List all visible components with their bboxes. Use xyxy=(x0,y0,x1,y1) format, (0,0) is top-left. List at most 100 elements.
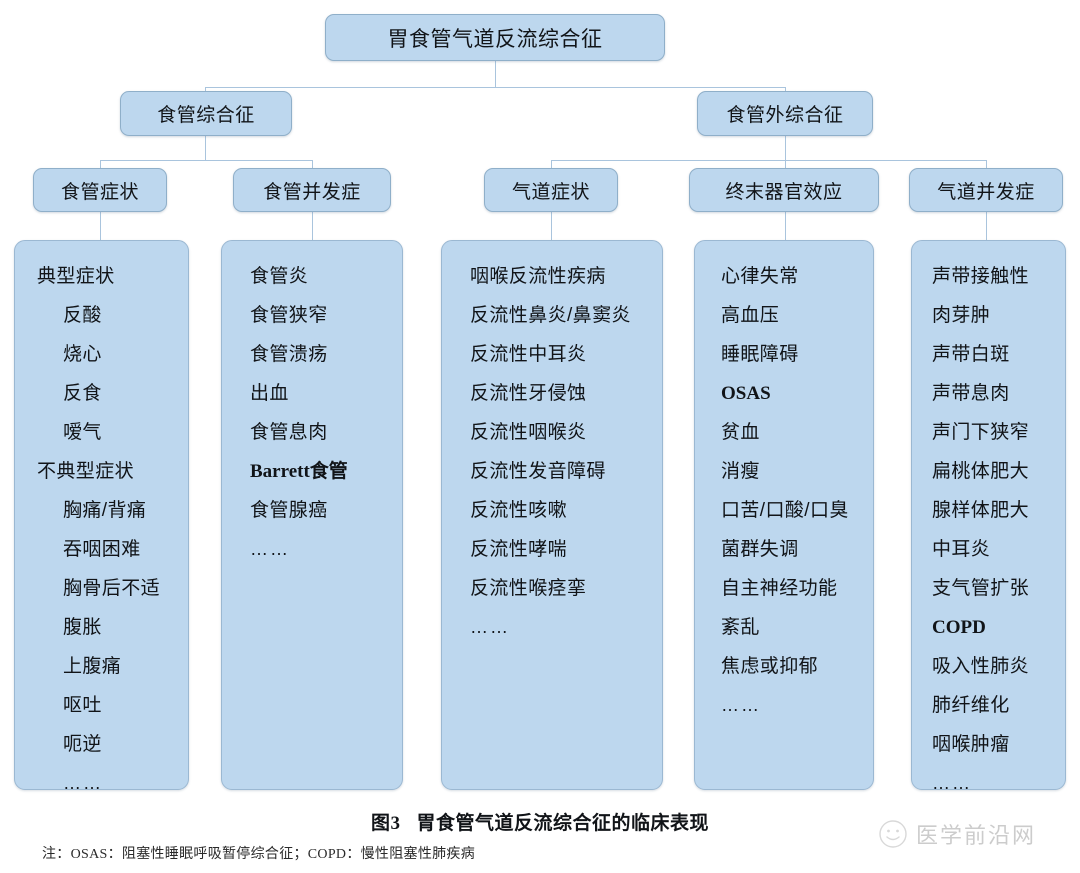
node-airway-complications[interactable]: 气道并发症 xyxy=(909,168,1063,212)
node-extraesophageal-syndrome[interactable]: 食管外综合征 xyxy=(697,91,873,136)
connector-level2-right-stem xyxy=(785,136,786,160)
list-item: 肉芽肿 xyxy=(932,305,991,326)
connector-root-stem xyxy=(495,61,496,87)
list-item: 心律失常 xyxy=(721,266,799,287)
list-item: 高血压 xyxy=(721,305,780,326)
list-item: 声门下狭窄 xyxy=(932,422,1030,443)
list-airway-complications: 声带接触性肉芽肿声带白斑声带息肉声门下狭窄扁桃体肥大腺样体肥大中耳炎支气管扩张 C… xyxy=(932,257,1057,790)
list-item: 中耳炎 xyxy=(932,539,991,560)
list-item: …… xyxy=(250,539,290,559)
list-end-organ-effects: 心律失常高血压睡眠障碍 OSAS 贫血消瘦口苦/口酸/口臭菌群失调自主神经功能紊乱焦… xyxy=(721,257,865,725)
watermark-text: 医学前沿网 xyxy=(916,823,1037,848)
list-item: …… xyxy=(721,695,761,715)
list-item: 消瘦 xyxy=(721,461,760,482)
connector-to-end-organ-effects xyxy=(785,160,786,172)
list-item: 食管狭窄 xyxy=(250,305,328,326)
connector-to-airway-symptoms xyxy=(551,160,552,172)
list-item: …… xyxy=(932,773,972,790)
list-item: 声带接触性 xyxy=(932,266,1030,287)
node-extraesophageal-syndrome-label: 食管外综合征 xyxy=(726,105,844,126)
connector-to-airway-complications xyxy=(986,160,987,172)
list-item: 出血 xyxy=(250,383,289,404)
node-end-organ-effects-label: 终末器官效应 xyxy=(725,181,843,203)
node-root-label: 胃食管气道反流综合征 xyxy=(387,27,603,51)
list-item: 睡眠障碍 xyxy=(721,344,799,365)
list-item: 典型症状 xyxy=(37,266,115,287)
connector-root-bus xyxy=(205,87,785,88)
list-esophageal-complications: 食管炎食管狭窄食管溃疡出血食管息肉 Barrett食管食管腺癌 …… xyxy=(250,257,394,569)
list-item: 上腹痛 xyxy=(63,656,122,677)
list-item: 扁桃体肥大 xyxy=(932,461,1030,482)
list-item: 腹胀 xyxy=(63,617,102,638)
list-item: 反食 xyxy=(63,383,102,404)
connector-level2-left-stem xyxy=(205,136,206,160)
list-item: 嗳气 xyxy=(63,422,102,443)
connector-level2-left-bus xyxy=(100,160,312,161)
list-item: 吞咽困难 xyxy=(63,539,141,560)
list-item: 反流性中耳炎 xyxy=(470,344,587,365)
list-item: 咽喉反流性疾病 xyxy=(470,266,606,287)
connector-panel-stem-5 xyxy=(986,212,987,240)
list-item: OSAS xyxy=(721,383,771,404)
list-item: 食管溃疡 xyxy=(250,344,328,365)
list-item: 紊乱 xyxy=(721,617,760,638)
list-item: Barrett食管 xyxy=(250,461,348,482)
connector-panel-stem-3 xyxy=(551,212,552,240)
list-item: 反流性哮喘 xyxy=(470,539,568,560)
node-esophageal-symptoms-label: 食管症状 xyxy=(60,181,139,203)
list-item: 反流性咽喉炎 xyxy=(470,422,587,443)
list-item: 声带息肉 xyxy=(932,383,1010,404)
node-esophageal-symptoms[interactable]: 食管症状 xyxy=(33,168,167,212)
node-esophageal-complications-label: 食管并发症 xyxy=(263,181,361,203)
node-airway-symptoms-label: 气道症状 xyxy=(511,181,590,203)
list-item: 贫血 xyxy=(721,422,760,443)
list-item: 口苦/口酸/口臭 xyxy=(721,500,849,521)
connector-panel-stem-2 xyxy=(312,212,313,240)
list-item: 吸入性肺炎 xyxy=(932,656,1030,677)
list-item: 自主神经功能 xyxy=(721,578,838,599)
list-item: 腺样体肥大 xyxy=(932,500,1030,521)
figure-caption-text: 胃食管气道反流综合征的临床表现 xyxy=(416,813,710,834)
smiley-face-logo xyxy=(878,819,908,849)
list-item: 食管炎 xyxy=(250,266,309,287)
list-item: 焦虑或抑郁 xyxy=(721,656,819,677)
list-item: 反酸 xyxy=(63,305,102,326)
figure-note: 注：OSAS：阻塞性睡眠呼吸暂停综合征；COPD：慢性阻塞性肺疾病 xyxy=(42,847,476,862)
list-airway-symptoms: 咽喉反流性疾病反流性鼻炎/鼻窦炎反流性中耳炎反流性牙侵蚀反流性咽喉炎反流性发音障… xyxy=(470,257,654,647)
list-item: 反流性牙侵蚀 xyxy=(470,383,587,404)
list-item: 烧心 xyxy=(63,344,102,365)
connector-to-esophageal-complications xyxy=(312,160,313,172)
connector-to-esophageal-symptoms xyxy=(100,160,101,172)
list-item: 食管息肉 xyxy=(250,422,328,443)
list-item: 菌群失调 xyxy=(721,539,799,560)
node-end-organ-effects[interactable]: 终末器官效应 xyxy=(689,168,879,212)
list-item: 食管腺癌 xyxy=(250,500,328,521)
panel-end-organ-effects: 心律失常高血压睡眠障碍 OSAS 贫血消瘦口苦/口酸/口臭菌群失调自主神经功能紊乱焦… xyxy=(694,240,874,790)
list-item: …… xyxy=(470,617,510,637)
figure-caption: 图3 胃食管气道反流综合征的临床表现 xyxy=(0,808,1080,835)
list-item: 胸痛/背痛 xyxy=(63,500,147,521)
list-item: 肺纤维化 xyxy=(932,695,1010,716)
panel-airway-complications: 声带接触性肉芽肿声带白斑声带息肉声门下狭窄扁桃体肥大腺样体肥大中耳炎支气管扩张 C… xyxy=(911,240,1066,790)
list-item: 反流性发音障碍 xyxy=(470,461,606,482)
list-item: 咽喉肿瘤 xyxy=(932,734,1010,755)
list-item: …… xyxy=(63,773,103,790)
node-esophageal-complications[interactable]: 食管并发症 xyxy=(233,168,391,212)
node-airway-complications-label: 气道并发症 xyxy=(937,181,1035,203)
list-item: 反流性喉痉挛 xyxy=(470,578,587,599)
connector-panel-stem-4 xyxy=(785,212,786,240)
node-esophageal-syndrome[interactable]: 食管综合征 xyxy=(120,91,292,136)
list-item: COPD xyxy=(932,617,986,638)
list-item: 呕吐 xyxy=(63,695,102,716)
list-item: 声带白斑 xyxy=(932,344,1010,365)
panel-airway-symptoms: 咽喉反流性疾病反流性鼻炎/鼻窦炎反流性中耳炎反流性牙侵蚀反流性咽喉炎反流性发音障… xyxy=(441,240,663,790)
node-esophageal-syndrome-label: 食管综合征 xyxy=(157,105,255,126)
node-airway-symptoms[interactable]: 气道症状 xyxy=(484,168,618,212)
figure-number: 图3 xyxy=(370,813,401,834)
panel-esophageal-complications: 食管炎食管狭窄食管溃疡出血食管息肉 Barrett食管食管腺癌 …… xyxy=(221,240,403,790)
connector-level2-right-bus xyxy=(551,160,986,161)
list-item: 反流性鼻炎/鼻窦炎 xyxy=(470,305,631,326)
node-root[interactable]: 胃食管气道反流综合征 xyxy=(325,14,665,61)
list-item: 支气管扩张 xyxy=(932,578,1030,599)
